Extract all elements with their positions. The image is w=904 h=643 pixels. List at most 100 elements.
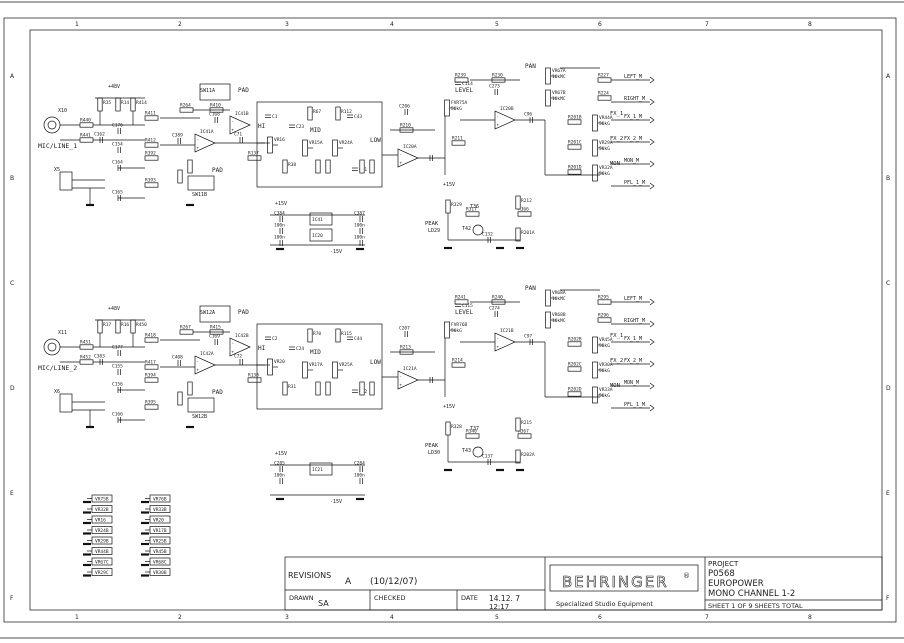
opamp <box>194 133 216 153</box>
component-label: C384 <box>274 211 285 217</box>
jack-designator: X5 <box>54 167 60 173</box>
component-label: R418 <box>145 333 156 339</box>
power-ic <box>309 228 333 242</box>
legend-pot-name: VR68C <box>153 560 167 566</box>
component-label: R451 <box>80 340 91 346</box>
svg-text:B: B <box>10 175 14 182</box>
component-label: R227 <box>598 73 609 79</box>
svg-text:4: 4 <box>390 21 394 28</box>
component-label: VR44A <box>599 115 613 121</box>
power-ic <box>309 462 333 476</box>
svg-text:E: E <box>10 490 14 497</box>
xlr-jack-icon <box>43 116 61 134</box>
pan-label: PAN <box>525 63 536 70</box>
output-net-label: LEFT_M <box>624 296 642 302</box>
legend-pot-name: VR76B <box>153 497 167 503</box>
peak-label: PEAK <box>425 221 439 227</box>
supply-label: +15V <box>275 451 287 457</box>
component-label: R239 <box>455 73 466 79</box>
svg-text:8: 8 <box>808 21 812 28</box>
title-block: REVISIONS A (10/12/07) DRAWN SA CHECKED … <box>284 556 883 611</box>
component-label: R112 <box>341 109 352 115</box>
supply-label: +15V <box>443 182 455 188</box>
svg-text:7: 7 <box>705 21 709 28</box>
drawn-by: SA <box>318 599 329 608</box>
revision-date: (10/12/07) <box>370 577 417 587</box>
component-label: C71 <box>234 132 242 138</box>
pad-label: PAD <box>212 167 223 174</box>
time-value: 12:17 <box>489 603 509 611</box>
component-label: C164 <box>112 160 123 166</box>
component-label: R240 <box>492 295 503 301</box>
off-sheet-arrow-icon <box>649 116 655 124</box>
switch-designator: SW12A <box>200 310 215 316</box>
component-label: R67 <box>313 109 321 115</box>
phantom-label: +48V <box>108 306 120 312</box>
resistor <box>515 417 521 432</box>
component-label: R393 <box>145 178 156 184</box>
component-label: R452 <box>80 355 91 361</box>
resistor <box>325 159 331 174</box>
eq-network-box <box>256 323 383 410</box>
project-label: PROJECT <box>708 560 739 568</box>
component-label: C284 <box>354 461 365 467</box>
component-label: VR17A <box>309 362 323 368</box>
send-name: FX_1 <box>610 333 623 339</box>
off-sheet-arrow-icon <box>649 76 655 84</box>
outer-frame <box>3 17 897 623</box>
component-label: R441 <box>80 133 91 139</box>
resistor <box>115 319 121 334</box>
off-sheet-arrow-icon <box>649 298 655 306</box>
component-label: VR29A <box>599 140 613 146</box>
component-label: R267 <box>180 325 191 331</box>
component-label: C162 <box>94 132 105 138</box>
resistor <box>144 115 159 121</box>
component-label: C169 <box>209 334 220 340</box>
component-label: R340 <box>466 429 477 435</box>
component-label: VR32A <box>599 165 613 171</box>
resistor <box>144 182 159 188</box>
resistor <box>187 381 193 396</box>
resistor <box>567 366 582 372</box>
switch-designator: SW12B <box>192 414 207 420</box>
component-label: 50kG <box>599 393 610 399</box>
svg-text:6: 6 <box>598 21 602 28</box>
potentiometer <box>444 321 450 339</box>
component-label: R414 <box>136 100 147 106</box>
component-label: 100n <box>354 473 365 479</box>
component-label: IC41A <box>200 129 214 135</box>
switch-designator: SW11B <box>192 192 207 198</box>
checked-label: CHECKED <box>374 594 405 602</box>
peak-led: LD29 <box>428 228 440 234</box>
potentiometer <box>302 139 308 157</box>
potentiometer <box>592 139 598 157</box>
opamp-minus: - <box>232 341 234 346</box>
component-label: R440 <box>80 118 91 124</box>
project-subtitle: MONO CHANNEL 1-2 <box>708 589 795 599</box>
peak-led: LD30 <box>428 450 440 456</box>
component-label: C24 <box>296 346 304 352</box>
component-label: 100n <box>354 235 365 241</box>
legend-pot-name: VR45B <box>153 549 167 555</box>
component-label: C285 <box>274 461 285 467</box>
component-label: R366 <box>518 207 529 213</box>
potentiometer <box>267 358 273 376</box>
component-label: FVR76B <box>451 322 468 328</box>
resistor <box>130 97 136 112</box>
component-label: R450 <box>136 322 147 328</box>
jack-socket-icon <box>59 393 73 413</box>
component-label: 100n <box>274 223 285 229</box>
component-label: R295 <box>598 295 609 301</box>
date-value: 14.12. 7 <box>489 594 520 603</box>
opamp-minus: - <box>497 336 499 341</box>
resistor <box>115 97 121 112</box>
resistor <box>315 159 321 174</box>
component-label: C177 <box>112 345 123 351</box>
input-name: MIC/LINE_2 <box>38 364 77 372</box>
legend-pot-name: VR30B <box>153 570 167 576</box>
component-label: IC41B <box>235 111 249 117</box>
opamp-plus: + <box>197 367 200 372</box>
component-label: IC20A <box>403 144 417 150</box>
opamp-plus: + <box>232 349 235 354</box>
output-net-label: RIGHT_M <box>624 96 645 102</box>
